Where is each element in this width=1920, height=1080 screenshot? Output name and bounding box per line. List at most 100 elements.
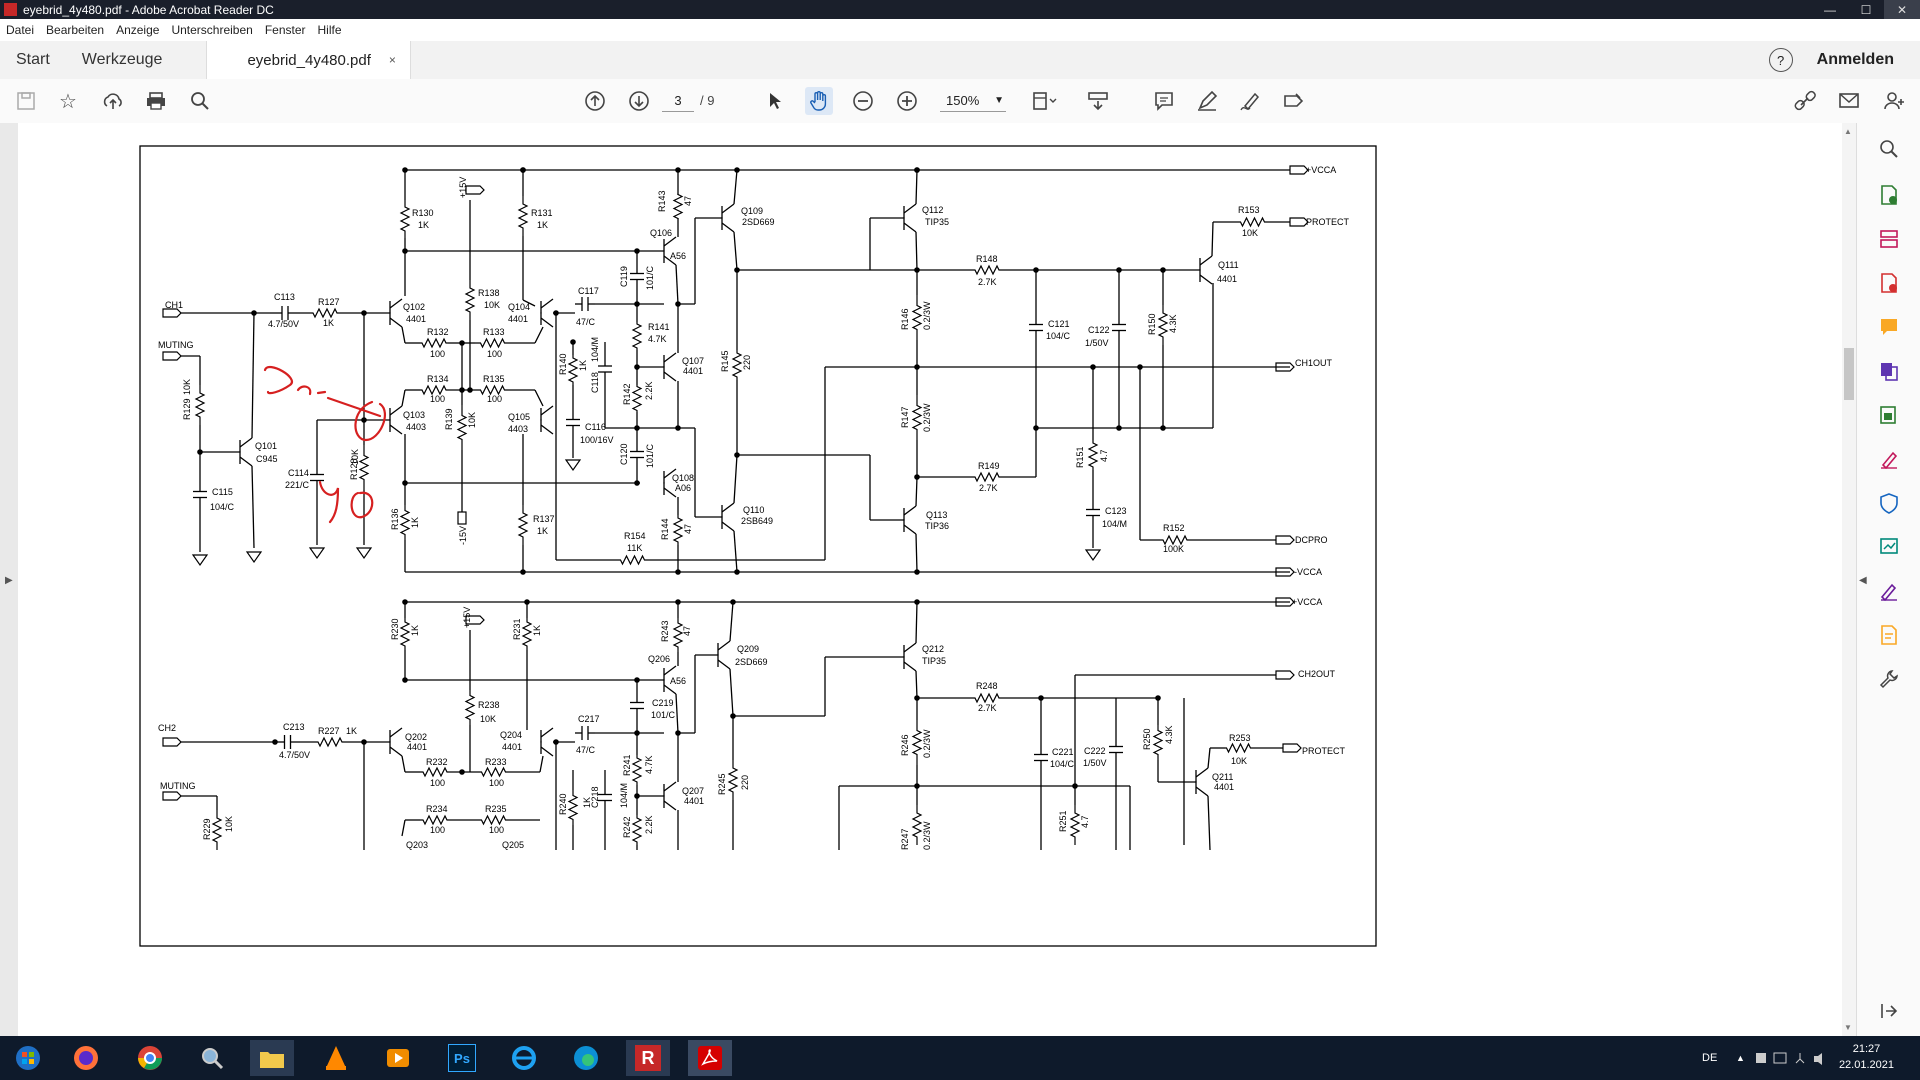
edge-icon[interactable]: [564, 1040, 608, 1076]
menu-bearbeiten[interactable]: Bearbeiten: [46, 23, 105, 37]
scrollbar-thumb[interactable]: [1844, 348, 1854, 400]
schematic-label-r246: R246: [900, 734, 910, 756]
more-tools-icon[interactable]: [1280, 87, 1308, 115]
schematic-label-r141: R141: [648, 322, 670, 332]
menu-hilfe[interactable]: Hilfe: [317, 23, 342, 37]
schematic-label-r246v: 0.2/3W: [922, 729, 932, 758]
schematic-label-c119: C119: [619, 266, 629, 287]
upload-cloud-icon[interactable]: [99, 87, 127, 115]
media-player-icon[interactable]: [376, 1040, 420, 1076]
wire: [663, 236, 677, 247]
resistor-symbol: [631, 385, 643, 412]
protect-shield-icon[interactable]: [1877, 491, 1901, 515]
scroll-mode-icon[interactable]: [1084, 87, 1112, 115]
page-number-input[interactable]: 3: [662, 91, 694, 112]
save-icon[interactable]: [12, 87, 40, 115]
share-link-icon[interactable]: [1792, 87, 1820, 115]
resistor-symbol: [672, 515, 684, 545]
add-user-icon[interactable]: [1880, 87, 1908, 115]
vertical-scrollbar[interactable]: ▲ ▼: [1842, 123, 1856, 1036]
vlc-icon[interactable]: [314, 1040, 358, 1076]
scroll-up-icon[interactable]: ▲: [1844, 127, 1852, 136]
internet-explorer-icon[interactable]: [502, 1040, 546, 1076]
file-explorer-icon[interactable]: [250, 1040, 294, 1076]
fill-sign-icon[interactable]: [1877, 447, 1901, 471]
print-icon[interactable]: [142, 87, 170, 115]
select-cursor-icon[interactable]: [761, 87, 789, 115]
email-icon[interactable]: [1835, 87, 1863, 115]
zoom-out-icon[interactable]: [849, 87, 877, 115]
signin-button[interactable]: Anmelden: [1816, 51, 1894, 68]
zoom-in-icon[interactable]: [893, 87, 921, 115]
resistor-symbol: [399, 200, 411, 238]
left-pane-toggle[interactable]: ▶: [0, 123, 18, 1036]
export-pdf-icon[interactable]: [1877, 183, 1901, 207]
schematic-label-q211: Q211: [1212, 772, 1233, 782]
minimize-button[interactable]: —: [1824, 2, 1836, 17]
help-icon[interactable]: ?: [1768, 48, 1793, 72]
organize-pages-icon[interactable]: [1877, 227, 1901, 251]
close-tab-icon[interactable]: ×: [388, 53, 396, 67]
comment-icon[interactable]: [1150, 87, 1178, 115]
maximize-button[interactable]: ☐: [1860, 2, 1872, 17]
rekordbox-icon[interactable]: R: [626, 1040, 670, 1076]
tray-expand-icon[interactable]: ▲: [1736, 1053, 1745, 1063]
combine-files-icon[interactable]: [1877, 359, 1901, 383]
schematic-label-vcca_neg: -VCCA: [1294, 567, 1322, 577]
chevron-left-icon[interactable]: ◀: [1859, 575, 1867, 586]
right-tools-pane: ◀: [1856, 123, 1920, 1036]
edit-pdf-icon[interactable]: [1877, 403, 1901, 427]
zoom-search-icon[interactable]: [1877, 137, 1901, 161]
system-clock[interactable]: 21:27 22.01.2021: [1839, 1041, 1894, 1073]
zoom-level-select[interactable]: 150% ▼: [940, 91, 1006, 112]
menu-fenster[interactable]: Fenster: [264, 23, 306, 37]
annotation-stroke: [350, 491, 374, 519]
search-zoom-icon[interactable]: [186, 87, 214, 115]
more-tools-wrench-icon[interactable]: [1877, 667, 1901, 691]
comment-tool-icon[interactable]: [1877, 315, 1901, 339]
sign-icon[interactable]: [1237, 87, 1265, 115]
photoshop-icon[interactable]: Ps: [440, 1040, 484, 1076]
send-review-icon[interactable]: [1877, 535, 1901, 559]
wire: [663, 352, 677, 363]
language-indicator[interactable]: DE: [1702, 1052, 1718, 1064]
fit-page-icon[interactable]: [1030, 87, 1058, 115]
tab-werkzeuge[interactable]: Werkzeuge: [81, 51, 163, 68]
wire: [663, 468, 677, 479]
tab-start[interactable]: Start: [16, 51, 50, 68]
scan-ocr-icon[interactable]: [1877, 623, 1901, 647]
resistor-symbol: [420, 814, 450, 826]
bookmark-star-icon[interactable]: ☆: [59, 90, 77, 113]
resistor-symbol: [194, 385, 206, 425]
search-magnifier-icon[interactable]: [190, 1040, 234, 1076]
schematic-label-r128v: 10K: [350, 449, 360, 465]
menu-datei[interactable]: Datei: [6, 23, 35, 37]
create-pdf-icon[interactable]: [1877, 271, 1901, 295]
firefox-icon[interactable]: [64, 1040, 108, 1076]
page-down-icon[interactable]: [625, 87, 653, 115]
junction-dot: [1072, 783, 1078, 789]
schematic-label-r147v: 0.2/3W: [922, 403, 932, 432]
highlight-pen-icon[interactable]: [1193, 87, 1221, 115]
chrome-icon[interactable]: [128, 1040, 172, 1076]
page-up-icon[interactable]: [581, 87, 609, 115]
close-window-button[interactable]: ✕: [1884, 0, 1920, 19]
junction-dot: [914, 364, 920, 370]
tab-document[interactable]: eyebrid_4y480.pdf ×: [206, 41, 411, 79]
collapse-pane-icon[interactable]: [1877, 999, 1901, 1023]
menu-unterschreiben[interactable]: Unterschreiben: [171, 23, 253, 37]
resistor-symbol: [1069, 805, 1081, 845]
tray-icons[interactable]: [1756, 1036, 1836, 1080]
request-signature-icon[interactable]: [1877, 579, 1901, 603]
resistor-symbol: [211, 810, 223, 850]
wire: [389, 424, 403, 435]
resistor-symbol: [475, 384, 510, 396]
wire: [733, 454, 738, 504]
windows-start-icon[interactable]: [6, 1040, 50, 1076]
scroll-down-icon[interactable]: ▼: [1844, 1023, 1852, 1032]
junction-dot: [914, 569, 920, 575]
menu-anzeige[interactable]: Anzeige: [116, 23, 160, 37]
acrobat-icon[interactable]: [688, 1040, 732, 1076]
hand-icon[interactable]: [805, 87, 833, 115]
